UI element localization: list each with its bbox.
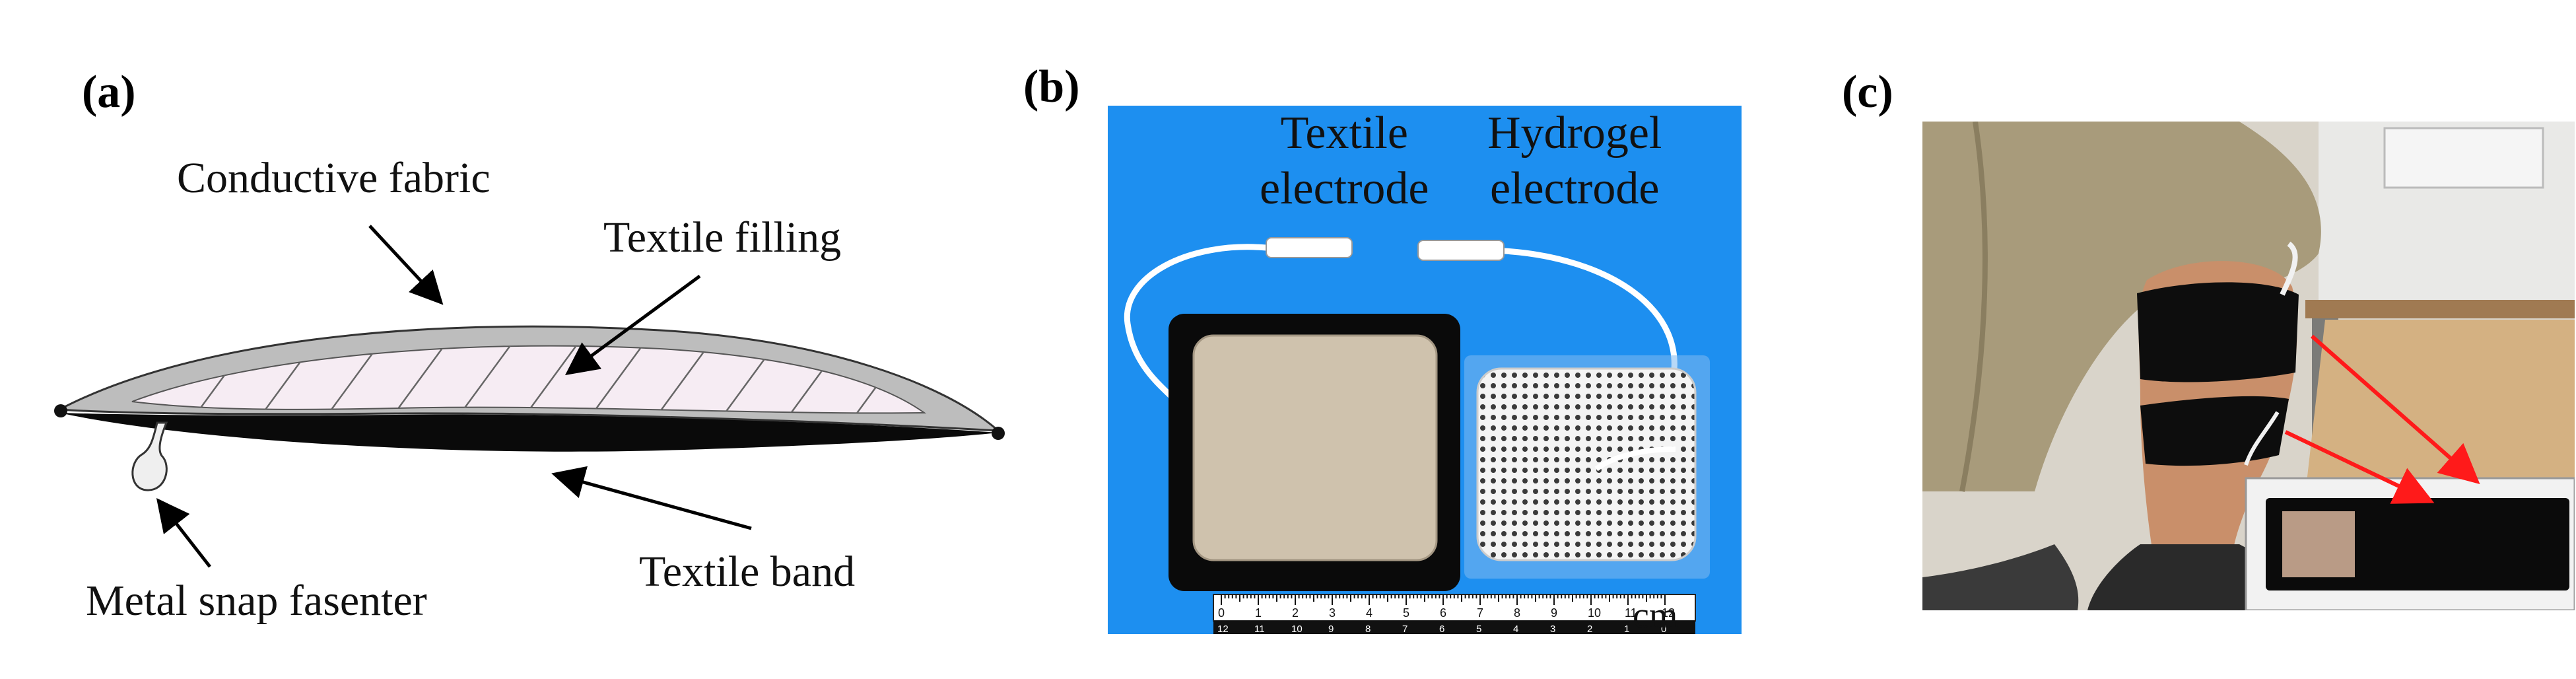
ruler-top-number: 9 (1551, 606, 1557, 620)
ruler-top-number: 8 (1514, 606, 1520, 620)
ruler-bottom-number: 10 (1291, 624, 1303, 634)
left-end-cap (54, 404, 67, 417)
electrode-cross-section-diagram (54, 225, 1005, 568)
ruler-top-number: 6 (1440, 606, 1446, 620)
hydrogel-electrode-pad (1476, 367, 1697, 561)
ruler-top-number: 2 (1292, 606, 1299, 620)
ruler-bottom-number: 0 (1661, 624, 1666, 634)
ruler-top-number: 12 (1662, 606, 1675, 620)
right-end-cap (992, 427, 1005, 440)
leg-photo (1922, 122, 2575, 610)
ruler-top-number: 4 (1366, 606, 1373, 620)
ruler-top (1213, 594, 1696, 622)
ruler-bottom-number: 9 (1328, 624, 1334, 634)
ruler-bottom-number: 5 (1476, 624, 1481, 634)
inset-electrode-patch (2282, 511, 2355, 577)
upper-textile-band (2137, 282, 2299, 382)
ruler-top-number: 0 (1218, 606, 1225, 620)
label-textile-electrode: Textile electrode (1260, 106, 1429, 217)
ruler-top-number: 5 (1403, 606, 1409, 620)
ruler-bottom (1213, 621, 1695, 634)
hydrogel-cable-connector (1417, 240, 1505, 261)
ruler-top-number: 7 (1477, 606, 1483, 620)
ruler-bottom-number: 6 (1439, 624, 1444, 634)
ruler-bottom-number: 12 (1217, 624, 1229, 634)
arrow-conductive-fabric (368, 225, 444, 305)
metal-snap-shape (131, 421, 168, 491)
arrow-metal-snap (156, 498, 211, 568)
arrow-textile-band (551, 466, 752, 530)
ruler-top-number: 3 (1329, 606, 1336, 620)
panel-b-label: (b) (1023, 61, 1080, 112)
label-hydrogel-electrode: Hydrogel electrode (1487, 106, 1662, 217)
label-unit-cm: cm (1633, 595, 1678, 636)
red-arrow-upper-band (2311, 334, 2480, 484)
trousers-shape (1922, 122, 2321, 491)
ruler-bottom-number: 8 (1365, 624, 1371, 634)
hydrogel-electrode-line1: Hydrogel (1487, 108, 1662, 159)
label-conductive-fabric: Conductive fabric (177, 154, 491, 202)
arrow-textile-filling (564, 274, 701, 375)
ruler-bottom-number: 2 (1587, 624, 1592, 634)
panel-a-label: (a) (82, 67, 136, 118)
leg-photo-illustration (1922, 122, 2575, 610)
hydrogel-electrode-line2: electrode (1489, 163, 1660, 214)
ruler-bottom-number: 7 (1402, 624, 1407, 634)
textile-electrode-line1: Textile (1280, 108, 1408, 159)
ruler-bottom-number: 3 (1550, 624, 1555, 634)
hydrogel-pad-lead (1594, 447, 1676, 472)
textile-electrode-line2: electrode (1260, 163, 1429, 214)
textile-electrode-fabric (1192, 334, 1438, 561)
ruler-top-number: 11 (1625, 606, 1637, 620)
label-textile-band: Textile band (639, 548, 856, 596)
panel-c-leg-photo: (c) (1822, 0, 2576, 679)
ruler-bottom-number: 4 (1513, 624, 1518, 634)
ruler-top-number: 10 (1588, 606, 1601, 620)
textile-cable-connector (1266, 237, 1353, 258)
label-metal-snap-fastener: Metal snap fasenter (86, 577, 427, 625)
ruler-bottom-number: 11 (1254, 624, 1265, 634)
ruler-top-number: 1 (1255, 606, 1262, 620)
panel-a-electrode-schematic: (a) (0, 0, 1043, 679)
red-arrow-lower-band (2284, 430, 2435, 504)
label-textile-filling: Textile filling (603, 213, 842, 262)
ruler-bottom-number: 1 (1624, 624, 1629, 634)
textile-electrode-cable (1124, 244, 1267, 405)
panel-c-label: (c) (1842, 67, 1893, 118)
textile-band-shape (59, 413, 998, 452)
